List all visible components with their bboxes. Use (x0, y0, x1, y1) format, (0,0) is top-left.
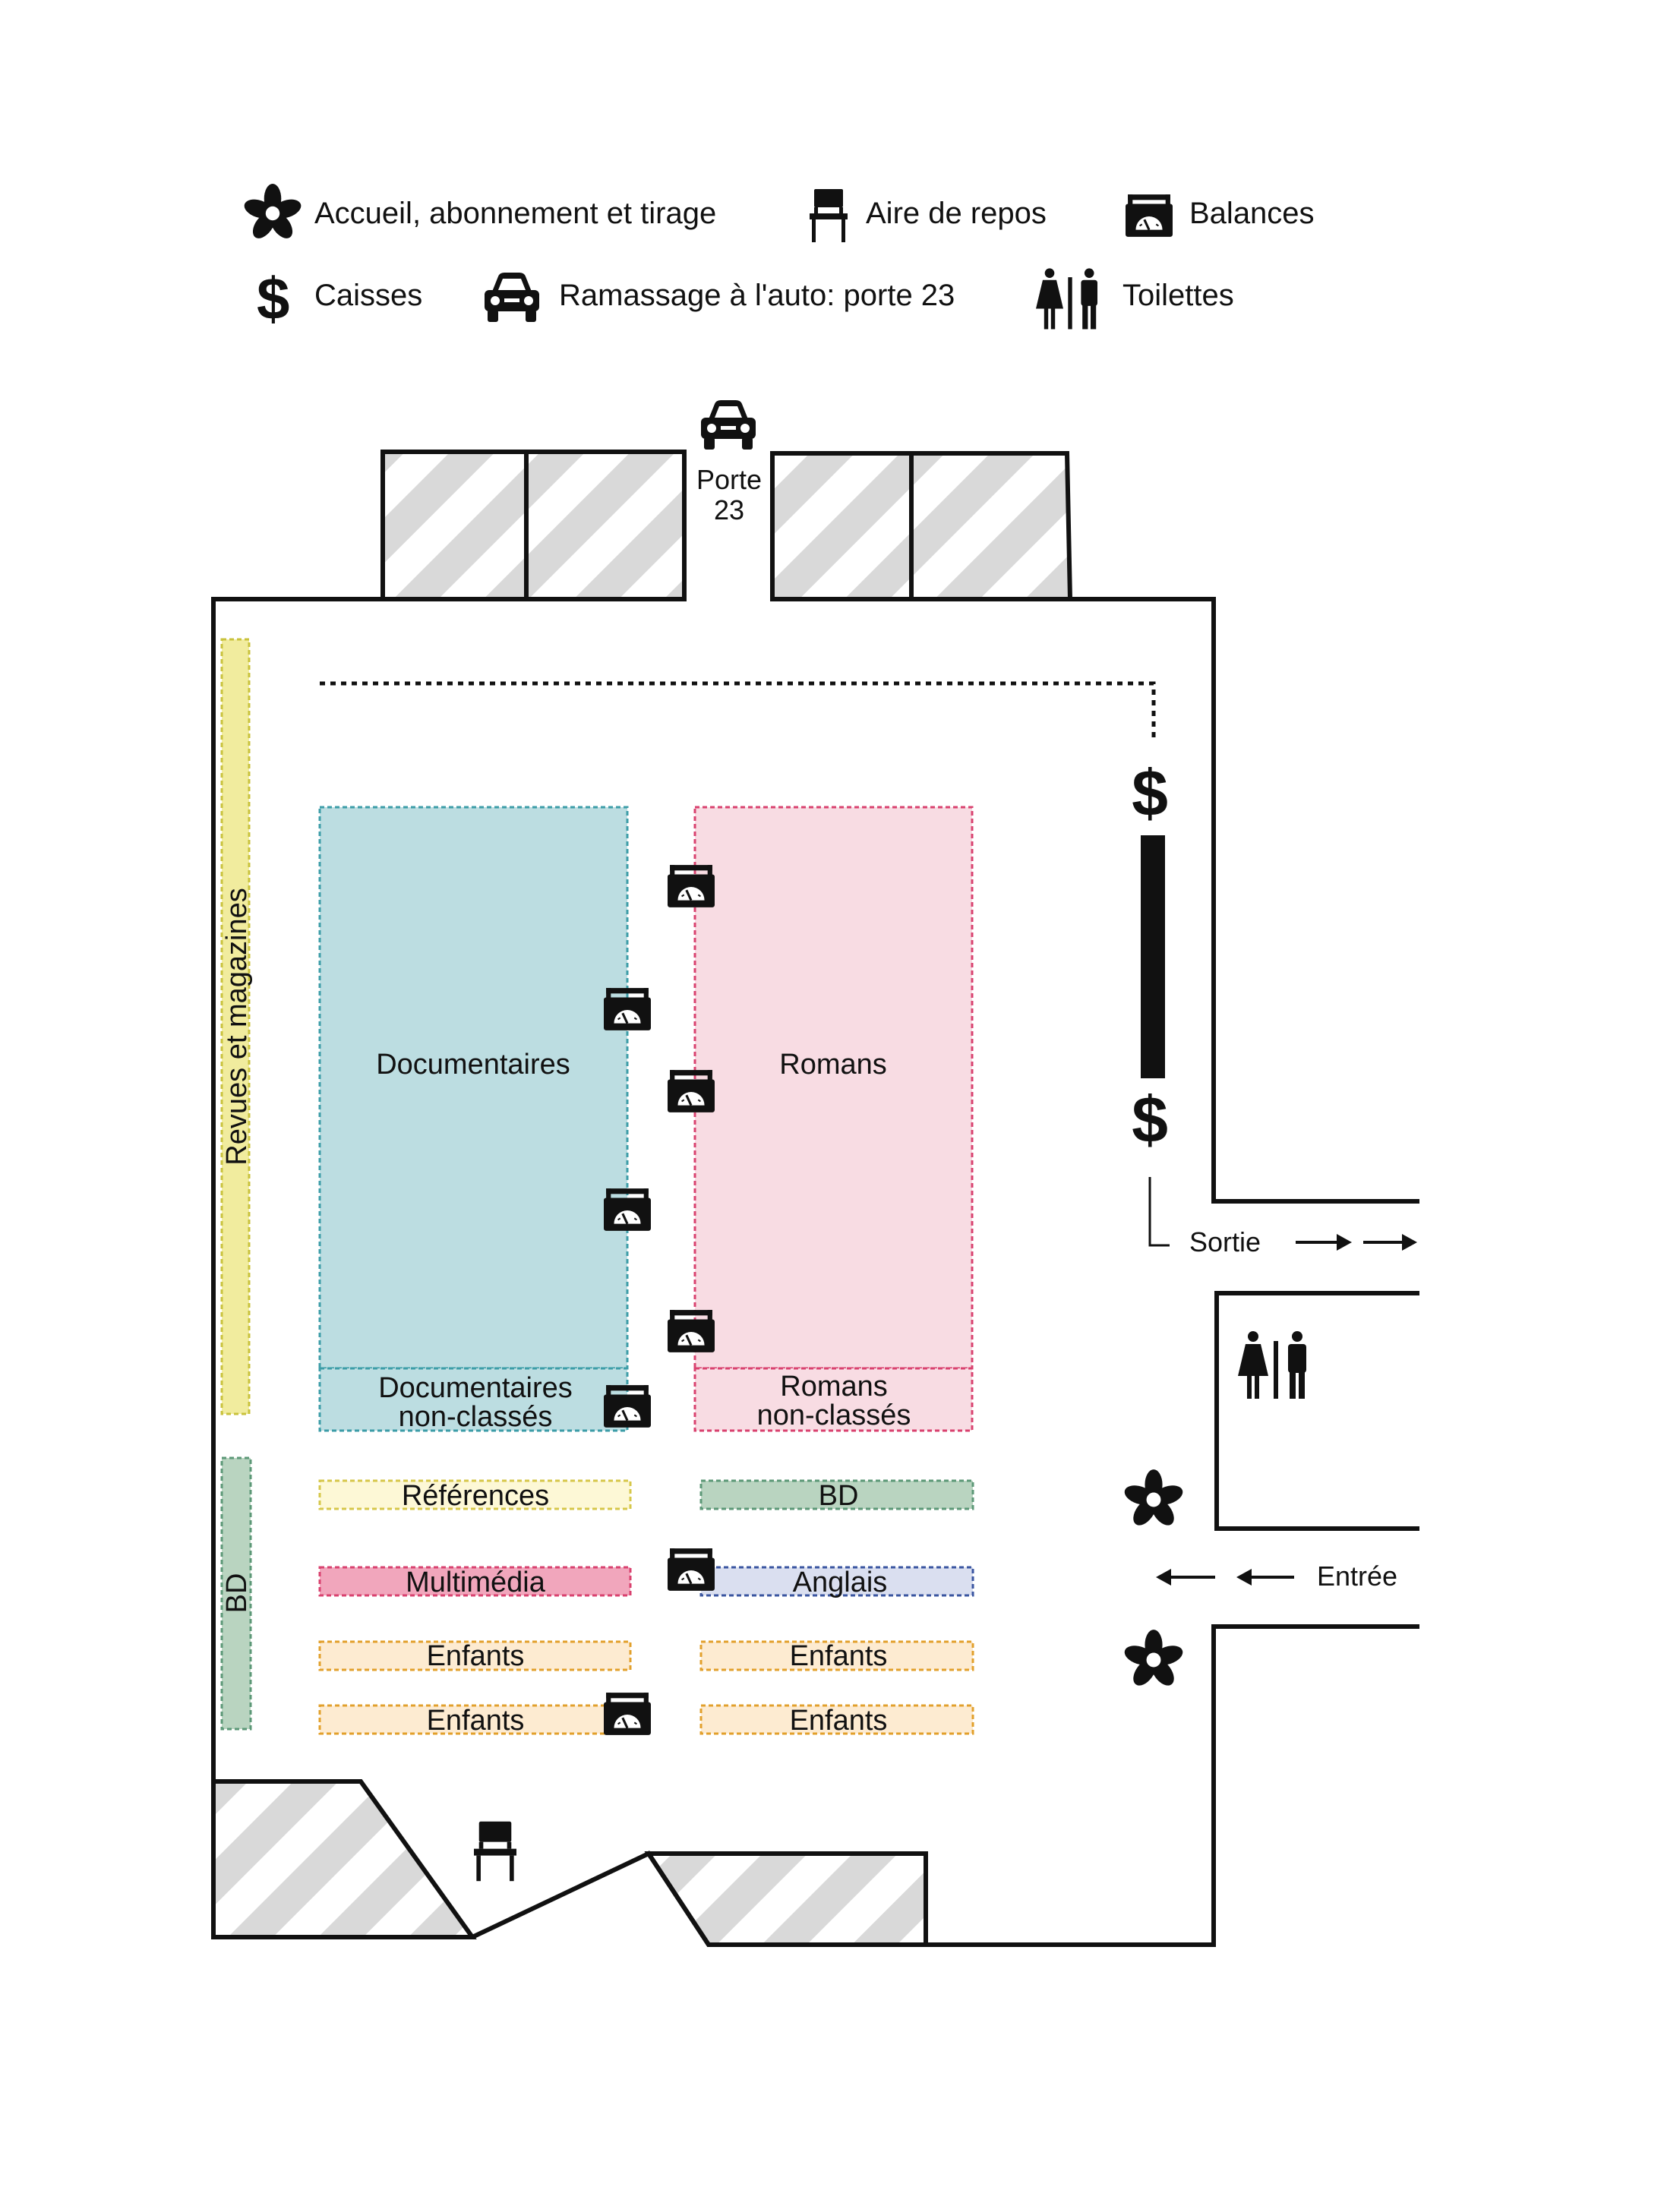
chair-icon (810, 189, 848, 242)
zone-revues: Revues et magazines (220, 638, 253, 1415)
flower-icon (1122, 1630, 1186, 1690)
exit-arrow-icon (1363, 1234, 1417, 1251)
entry-arrow-icon (1156, 1569, 1215, 1586)
zone-romans-non-classes: Romans non-classés (693, 1367, 974, 1432)
chair-icon (474, 1821, 516, 1882)
legend-item-auto: Ramassage à l'auto: porte 23 (485, 273, 955, 322)
zone-romans: Romans (693, 806, 974, 1370)
car-icon (701, 400, 756, 450)
scale-icon (668, 1310, 715, 1352)
bottom-middle-storage (644, 1851, 928, 1947)
svg-text:Romans: Romans (780, 1371, 888, 1403)
zone-enfants: Enfants (318, 1640, 632, 1672)
entree-label: Entrée (1317, 1560, 1397, 1592)
svg-text:Documentaires: Documentaires (376, 1049, 570, 1081)
zone-documentaires-non-classes: Documentaires non-classés (318, 1367, 629, 1433)
restroom-icon (1238, 1331, 1306, 1399)
zone-anglais: Anglais (699, 1566, 974, 1598)
door-label-line2: 23 (714, 494, 744, 525)
zone-bd: BD (699, 1479, 974, 1512)
svg-text:Romans: Romans (779, 1049, 887, 1081)
legend-item-balances: Balances (1126, 194, 1315, 237)
zone-bd-side: BD (220, 1456, 253, 1731)
legend-item-toilettes: Toilettes (1036, 268, 1234, 330)
legend-item-accueil: Accueil, abonnement et tirage (242, 184, 716, 243)
top-left-storage (380, 450, 687, 601)
flower-icon (242, 184, 304, 243)
zone-documentaires: Documentaires (318, 806, 629, 1370)
restroom-icon (1036, 268, 1097, 330)
bottom-left-storage (211, 1779, 477, 1939)
legend-item-repos: Aire de repos (810, 189, 1047, 242)
svg-text:Revues et magazines: Revues et magazines (221, 888, 253, 1165)
queue-line (320, 681, 1156, 740)
legend-label: Balances (1189, 197, 1315, 230)
svg-text:non-classés: non-classés (399, 1401, 553, 1433)
zone-enfants: Enfants (699, 1704, 974, 1737)
legend-label: Ramassage à l'auto: porte 23 (559, 279, 955, 312)
dollar-icon: $ (257, 265, 289, 332)
legend-label: Aire de repos (866, 197, 1047, 230)
svg-text:non-classés: non-classés (757, 1399, 911, 1431)
svg-text:Enfants: Enfants (427, 1640, 525, 1672)
svg-text:BD: BD (819, 1480, 859, 1512)
door-label-line1: Porte (696, 464, 762, 495)
car-icon (485, 273, 539, 322)
legend-label: Caisses (314, 279, 422, 312)
zone-enfants: Enfants (318, 1704, 632, 1737)
restroom-wall (1214, 1291, 1419, 1531)
dollar-icon: $ (1132, 757, 1168, 830)
zone-enfants: Enfants (699, 1640, 974, 1672)
exit-arrow-icon (1296, 1234, 1352, 1251)
scale-icon (1126, 194, 1173, 237)
zone-multimedia: Multimédia (318, 1566, 632, 1598)
svg-text:Multimédia: Multimédia (406, 1567, 546, 1598)
zone-references: Références (318, 1479, 632, 1512)
building-wall-main (211, 597, 1419, 1947)
svg-text:Documentaires: Documentaires (378, 1372, 573, 1404)
svg-text:Anglais: Anglais (793, 1567, 888, 1598)
legend: Accueil, abonnement et tirage Aire de re… (242, 184, 1315, 332)
cashier-counter (1141, 835, 1165, 1078)
svg-text:Enfants: Enfants (790, 1640, 888, 1672)
entry-arrow-icon (1236, 1569, 1294, 1586)
building-wall-upper-right (772, 597, 1419, 1204)
legend-label: Accueil, abonnement et tirage (314, 197, 716, 230)
svg-text:Enfants: Enfants (790, 1705, 888, 1737)
scale-icon (668, 1070, 715, 1112)
svg-text:BD: BD (221, 1573, 253, 1614)
legend-item-caisses: $ Caisses (257, 265, 422, 332)
flower-icon (1122, 1469, 1186, 1530)
scale-icon (668, 865, 715, 907)
exit-path (1148, 1177, 1170, 1247)
scale-icon (668, 1548, 715, 1591)
svg-text:Enfants: Enfants (427, 1705, 525, 1737)
dollar-icon: $ (1132, 1084, 1168, 1156)
top-right-storage (770, 451, 1073, 601)
scale-icon (604, 1693, 651, 1735)
legend-label: Toilettes (1122, 279, 1234, 312)
svg-text:Références: Références (402, 1480, 549, 1512)
sortie-label: Sortie (1189, 1226, 1261, 1257)
